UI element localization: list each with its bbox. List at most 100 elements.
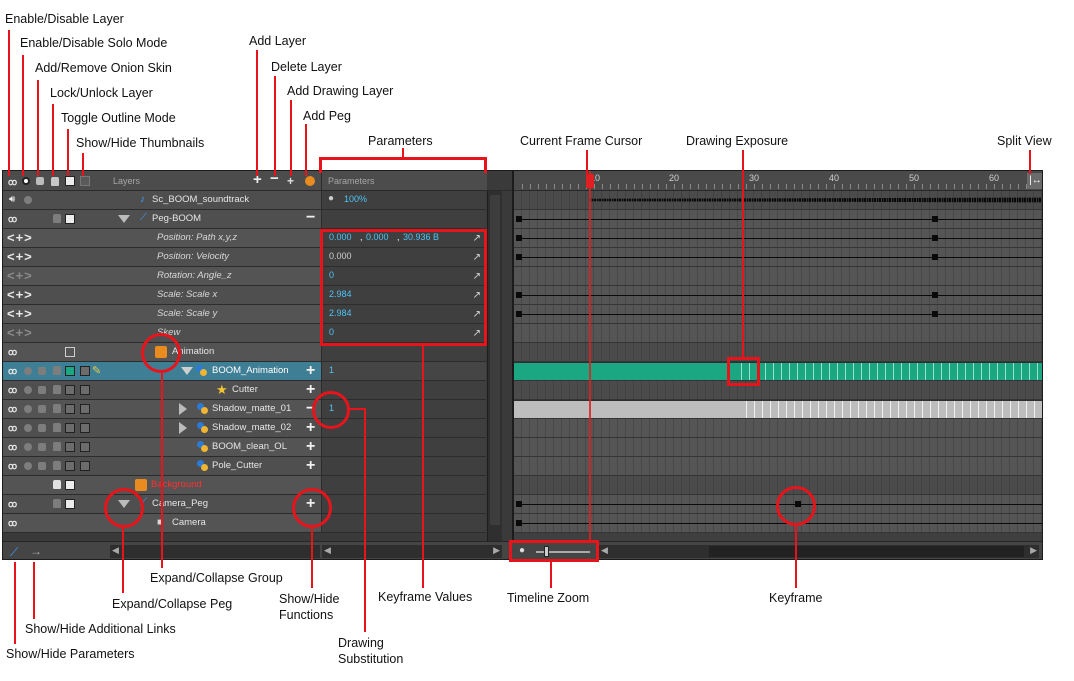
scroll-left-icon[interactable]: ◀ — [324, 545, 331, 555]
layer-row-animation[interactable]: ꝏ Animation — [3, 343, 486, 362]
layer-row-camera[interactable]: ꝏ ■ Camera — [3, 514, 486, 533]
timeline-row-position-path[interactable] — [514, 229, 1042, 248]
value[interactable]: 2.984 — [329, 289, 352, 299]
thumbnail-toggle[interactable] — [80, 442, 90, 452]
layer-row-boom-animation[interactable]: ꝏ ✎ BOOM_Animation + 1 — [3, 362, 486, 381]
value[interactable]: 0.000 — [329, 251, 352, 261]
timeline-row-cutter[interactable] — [514, 381, 1042, 400]
thumbnail-toggle[interactable] — [80, 366, 90, 376]
scroll-left-icon[interactable]: ◀ — [112, 545, 119, 555]
function-curve-icon[interactable]: ↗ — [472, 309, 481, 320]
layer-row-boom-clean[interactable]: ꝏ BOOM_clean_OL + — [3, 438, 486, 457]
enable-layer-icon[interactable]: ꝏ — [8, 214, 17, 224]
timeline-row-skew[interactable] — [514, 324, 1042, 343]
drawing-exposure-block[interactable] — [514, 401, 739, 418]
show-hide-functions-button[interactable]: + — [306, 362, 316, 379]
keyframe-marker[interactable] — [516, 216, 522, 222]
keyframe-navigation-icon[interactable]: <+> — [7, 268, 33, 283]
onion-skin-icon[interactable] — [36, 177, 44, 185]
outline-mode-icon[interactable] — [65, 176, 75, 186]
layer-row-soundtrack[interactable]: 🔊︎ ♪ Sc_BOOM_soundtrack ●100% — [3, 191, 486, 210]
timeline-panel[interactable]: 10 20 30 40 50 60 |↔ — [512, 171, 1042, 541]
thumbnail-toggle[interactable] — [80, 385, 90, 395]
split-view-button[interactable]: |↔ — [1027, 173, 1042, 189]
outline-toggle[interactable] — [65, 385, 75, 395]
function-curve-icon[interactable]: ↗ — [472, 290, 481, 301]
expand-peg-toggle[interactable] — [118, 215, 130, 223]
timeline-horizontal-scrollbar[interactable]: ◀ ▶ — [599, 545, 1039, 558]
expand-layer-toggle[interactable] — [179, 422, 187, 434]
keyframe-navigation-icon[interactable]: <+> — [7, 249, 33, 264]
timeline-row-scale-y[interactable] — [514, 305, 1042, 324]
timeline-row-shadow-matte-02[interactable] — [514, 419, 1042, 438]
lock-icon[interactable] — [53, 461, 61, 470]
enable-layer-icon[interactable]: ꝏ — [8, 423, 17, 433]
expand-layer-toggle[interactable] — [179, 403, 187, 415]
enable-layer-icon[interactable]: ꝏ — [8, 385, 17, 395]
solo-dot-icon[interactable] — [24, 405, 32, 413]
delete-layer-button[interactable]: − — [270, 170, 279, 187]
value-y[interactable]: 0.000 — [366, 232, 389, 242]
timeline-row-scale-x[interactable] — [514, 286, 1042, 305]
pencil-icon[interactable]: ✎ — [92, 365, 102, 377]
scroll-left-icon[interactable]: ◀ — [601, 545, 608, 555]
add-layer-button[interactable]: + — [253, 171, 262, 188]
zoom-slider-handle[interactable] — [544, 546, 549, 557]
onion-skin-icon[interactable] — [38, 424, 46, 432]
onion-skin-icon[interactable] — [38, 367, 46, 375]
expand-layer-toggle[interactable] — [181, 367, 193, 375]
additional-links-icon[interactable]: → — [30, 544, 42, 558]
show-hide-parameters-icon[interactable]: ⟋ — [10, 545, 19, 559]
value-x[interactable]: 0.000 — [329, 232, 352, 242]
show-hide-functions-button[interactable]: + — [306, 419, 316, 436]
layer-row-shadow-matte-02[interactable]: ꝏ Shadow_matte_02 + — [3, 419, 486, 438]
enable-layer-icon[interactable]: ꝏ — [8, 499, 17, 509]
add-peg-button[interactable] — [305, 176, 315, 186]
current-frame-cursor-handle[interactable] — [586, 174, 594, 188]
solo-dot-icon[interactable] — [24, 443, 32, 451]
function-row-position-path[interactable]: <+> Position: Path x,y,z 0.000 , 0.000 ,… — [3, 229, 486, 248]
layer-horizontal-scrollbar[interactable]: ◀ — [110, 545, 320, 558]
value[interactable]: 2.984 — [329, 308, 352, 318]
speaker-icon[interactable]: 🔊︎ — [9, 194, 16, 205]
parameters-horizontal-scrollbar[interactable]: ◀ ▶ — [322, 545, 502, 558]
function-row-rotation[interactable]: <+> Rotation: Angle_z 0↗ — [3, 267, 486, 286]
enable-layer-icon[interactable]: ꝏ — [8, 177, 17, 187]
function-row-scale-x[interactable]: <+> Scale: Scale x 2.984↗ — [3, 286, 486, 305]
onion-skin-icon[interactable] — [38, 443, 46, 451]
layer-row-background[interactable]: Background — [3, 476, 486, 495]
function-curve-icon[interactable]: ↗ — [472, 271, 481, 282]
lock-icon[interactable] — [53, 214, 61, 223]
onion-skin-icon[interactable] — [38, 462, 46, 470]
value[interactable]: 0 — [329, 327, 335, 337]
keyframe-marker[interactable] — [932, 311, 938, 317]
onion-skin-icon[interactable] — [38, 405, 46, 413]
solo-dot-icon[interactable] — [24, 367, 32, 375]
keyframe-marker[interactable] — [932, 254, 938, 260]
solo-dot-icon[interactable] — [24, 386, 32, 394]
function-row-scale-y[interactable]: <+> Scale: Scale y 2.984↗ — [3, 305, 486, 324]
function-curve-icon[interactable]: ↗ — [472, 252, 481, 263]
function-row-position-velocity[interactable]: <+> Position: Velocity 0.000↗ — [3, 248, 486, 267]
outline-toggle[interactable] — [65, 461, 75, 471]
lock-icon[interactable] — [53, 499, 61, 508]
timeline-row-boom-clean[interactable] — [514, 438, 1042, 457]
function-curve-icon[interactable]: ↗ — [472, 328, 481, 339]
drawing-exposure-cells[interactable] — [734, 363, 1042, 380]
timeline-zoom-slider[interactable] — [536, 546, 590, 557]
timeline-row-pole-cutter[interactable] — [514, 457, 1042, 476]
layer-scrollbar[interactable] — [487, 191, 502, 541]
outline-toggle[interactable] — [65, 442, 75, 452]
timeline-row-velocity[interactable] — [514, 248, 1042, 267]
timeline-row-rotation[interactable] — [514, 267, 1042, 286]
current-frame-cursor[interactable] — [589, 171, 591, 541]
keyframe-marker[interactable] — [516, 311, 522, 317]
drawing-substitution-value[interactable]: 1 — [329, 365, 335, 375]
thumbnails-icon[interactable] — [80, 176, 90, 186]
onion-skin-icon[interactable] — [38, 386, 46, 394]
solo-dot-icon[interactable] — [24, 424, 32, 432]
keyframe-marker[interactable] — [516, 501, 522, 507]
show-hide-functions-button[interactable]: − — [306, 400, 316, 417]
timeline-row-camera[interactable] — [514, 514, 1042, 533]
enable-layer-icon[interactable]: ꝏ — [8, 347, 17, 357]
